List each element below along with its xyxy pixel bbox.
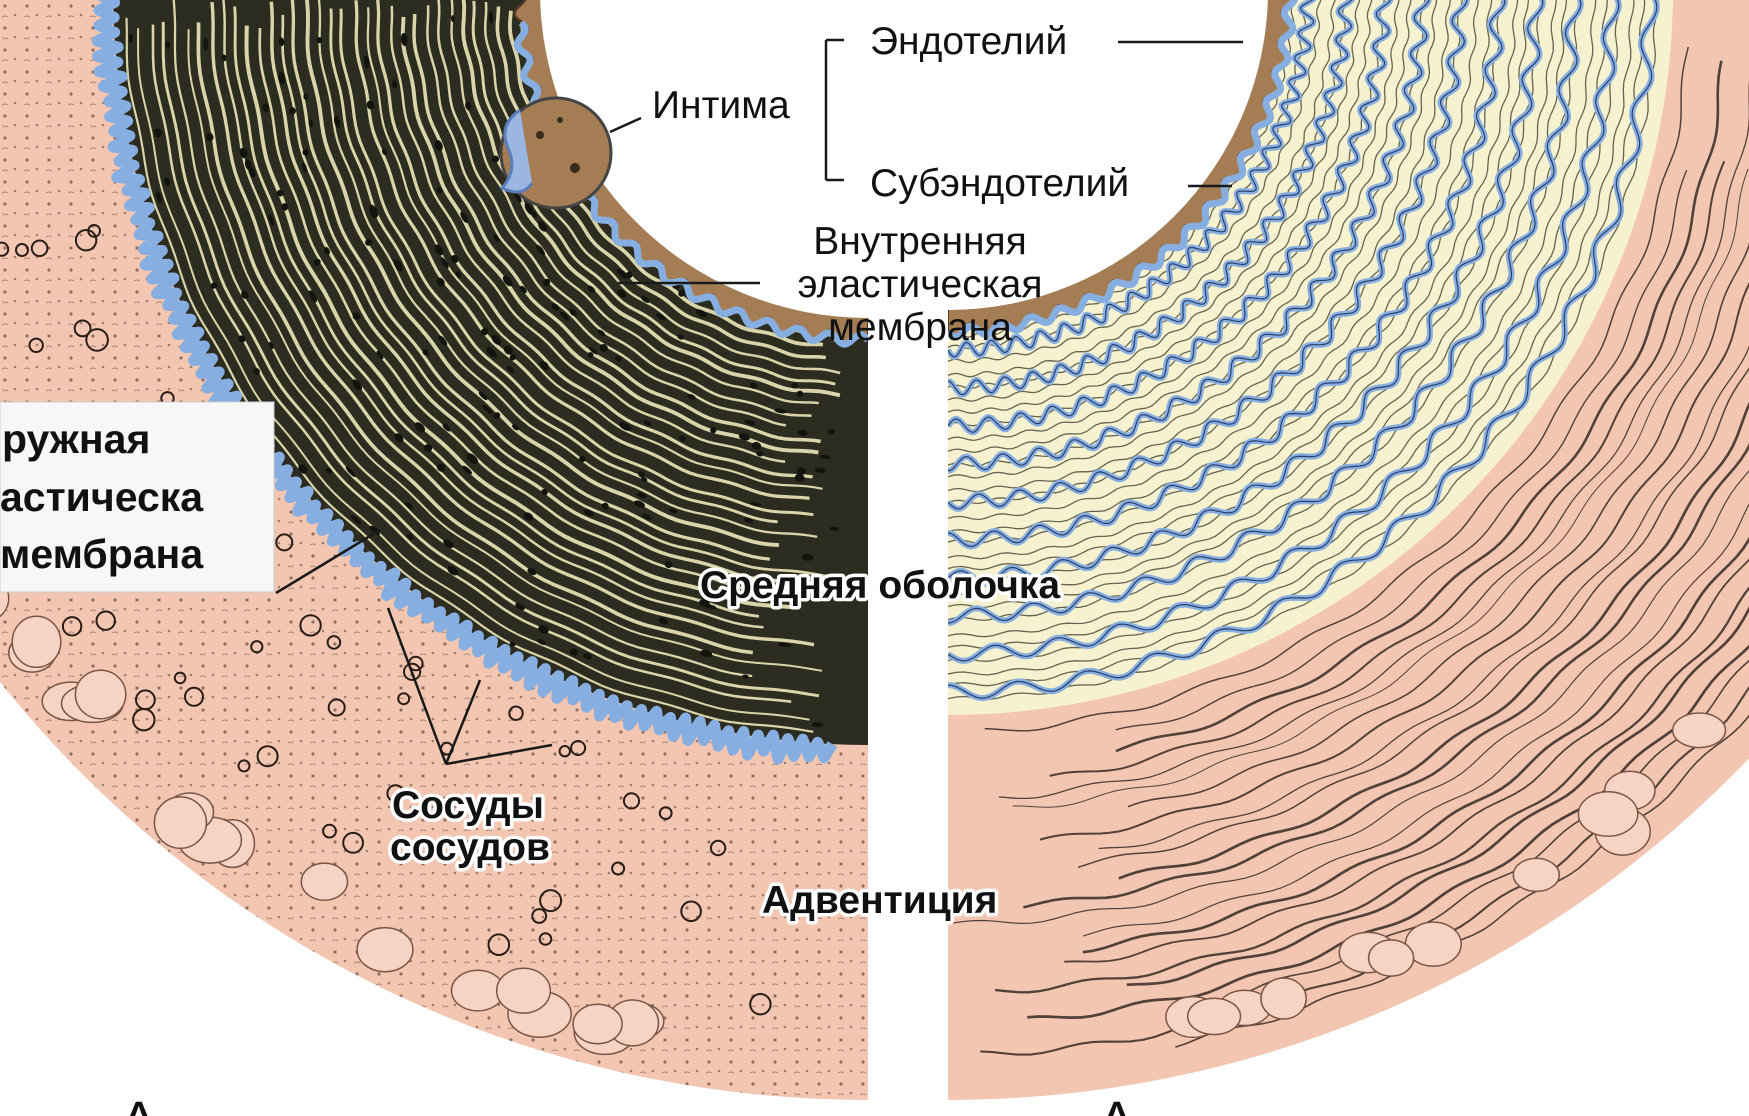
external-elastic-membrane-line: [91, 0, 838, 765]
label-vasa-vasorum-2: сосудов: [390, 826, 550, 869]
media-elastic-lamellae: [948, 0, 1660, 702]
label-adventitia: Адвентиция: [762, 879, 997, 922]
label-external-elastic-membrane-1: ружная: [2, 416, 150, 462]
right-adventitia-cells: [1165, 712, 1727, 1039]
adventitia-cells: [0, 579, 665, 1056]
leader-lines: [275, 38, 1243, 766]
label-internal-elastic-membrane-3: мембрана: [828, 306, 1012, 349]
label-endothelium: Эндотелий: [870, 20, 1067, 63]
right-lumen: [948, 0, 1268, 310]
label-external-elastic-membrane-2: астическа: [0, 474, 204, 520]
label-subendothelium: Субэндотелий: [870, 162, 1129, 205]
external-elastic-membrane-box: ружная астическа мембрана: [0, 401, 275, 593]
label-external-elastic-membrane-3: мембрана: [0, 531, 204, 577]
label-vasa-vasorum-1: Сосуды: [392, 784, 544, 827]
label-intima: Интима: [652, 84, 790, 127]
caption-left: А: [120, 1089, 158, 1116]
media-nuclei: [128, 8, 839, 728]
left-lumen: [540, 0, 868, 318]
label-internal-elastic-membrane-1: Внутренняя: [813, 220, 1027, 263]
label-internal-elastic-membrane-2: эластическая: [798, 263, 1043, 306]
intima-inset: [499, 96, 613, 210]
label-tunica-media: Средняя оболочка: [700, 564, 1060, 607]
caption-right: А: [1098, 1089, 1136, 1116]
right-internal-elastic-membrane: [948, 0, 1299, 341]
